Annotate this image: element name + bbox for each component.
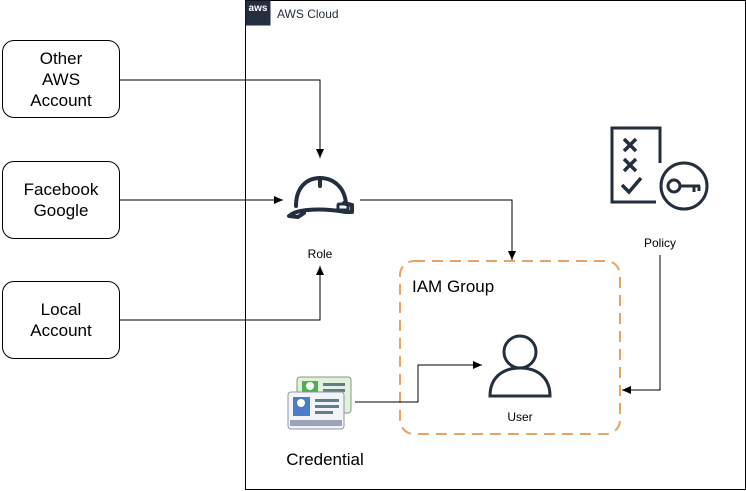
user-icon: [488, 334, 552, 398]
credential-label: Credential: [286, 450, 364, 469]
iam-group-label: IAM Group: [412, 277, 495, 296]
hardhat-icon: [287, 176, 354, 219]
connector-other-to-role: [120, 79, 324, 158]
source-other-aws-account[interactable]: Other AWS Account: [2, 40, 120, 118]
user-label: User: [507, 410, 533, 424]
aws-logo-badge: [245, 0, 271, 26]
source-local-account[interactable]: Local Account: [2, 281, 120, 359]
connector-policy-to-group: [622, 255, 661, 394]
role-label: Role: [307, 247, 333, 261]
iam-group-box: [399, 260, 621, 435]
cloud-title: AWS Cloud: [277, 7, 339, 21]
policy-icon: [610, 126, 709, 211]
source-facebook-google[interactable]: Facebook Google: [2, 161, 120, 239]
aws-logo-text: aws: [248, 3, 268, 14]
connector-role-to-group: [360, 199, 516, 260]
credential-icon: [287, 376, 352, 430]
policy-label: Policy: [643, 236, 676, 250]
connector-credential-to-user: [355, 361, 482, 403]
connector-local-to-role: [120, 266, 324, 321]
